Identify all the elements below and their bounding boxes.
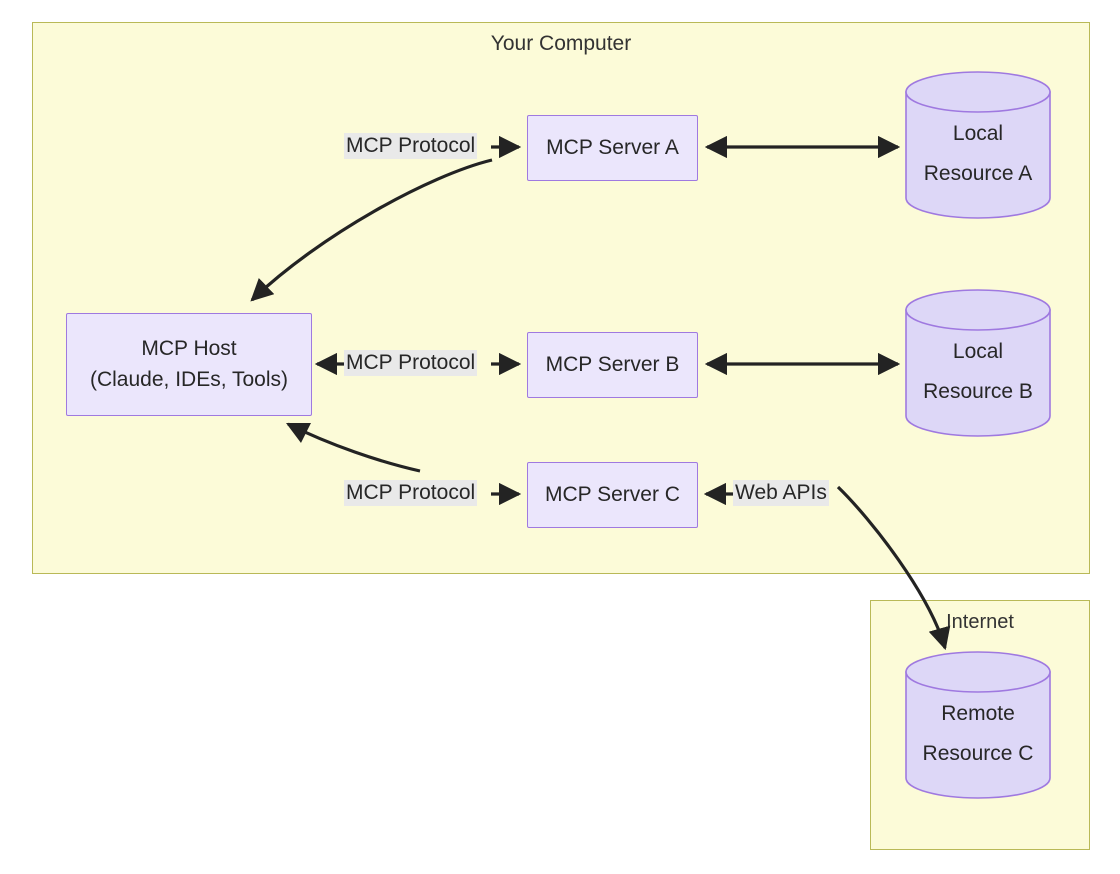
cylinder-shape-c — [905, 651, 1051, 799]
node-mcp-host-line1: MCP Host — [141, 337, 237, 361]
edge-label-protocol-b: MCP Protocol — [344, 350, 478, 377]
node-mcp-host[interactable]: MCP Host (Claude, IDEs, Tools) — [66, 313, 312, 416]
node-remote-resource-c[interactable]: Remote Resource C — [904, 650, 1052, 800]
node-mcp-server-c-label: MCP Server C — [545, 482, 680, 506]
node-local-resource-a[interactable]: Local Resource A — [904, 70, 1052, 220]
edge-label-web-apis: Web APIs — [733, 480, 829, 507]
node-mcp-host-line2: (Claude, IDEs, Tools) — [89, 367, 289, 391]
container-internet-title: Internet — [946, 611, 1014, 633]
edge-label-protocol-c: MCP Protocol — [344, 480, 478, 507]
container-your-computer-title: Your Computer — [490, 32, 632, 55]
node-mcp-server-c[interactable]: MCP Server C — [527, 462, 698, 528]
node-mcp-server-a[interactable]: MCP Server A — [527, 115, 698, 181]
edge-label-protocol-a: MCP Protocol — [344, 133, 478, 160]
cylinder-shape-a — [905, 71, 1051, 219]
node-mcp-server-a-label: MCP Server A — [546, 135, 679, 159]
cylinder-shape-b — [905, 289, 1051, 437]
node-local-resource-b[interactable]: Local Resource B — [904, 288, 1052, 438]
node-mcp-server-b[interactable]: MCP Server B — [527, 332, 698, 398]
node-mcp-server-b-label: MCP Server B — [545, 352, 680, 376]
